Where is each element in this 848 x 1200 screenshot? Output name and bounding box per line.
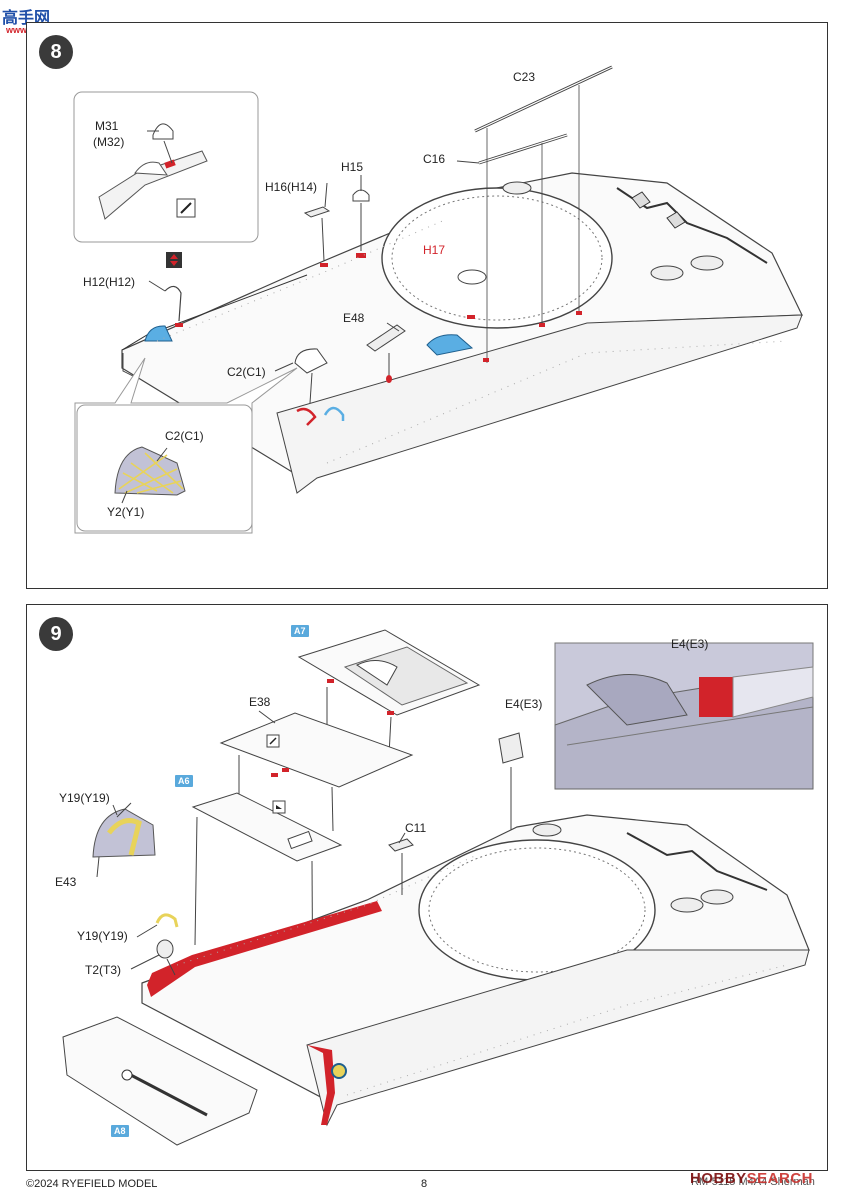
label-e4-inset: E4(E3) [671, 637, 709, 651]
label-m32: (M32) [93, 135, 125, 149]
label-y19-top: Y19(Y19) [59, 791, 110, 805]
hobbysearch-watermark: HOBBYSEARCH [690, 1170, 813, 1187]
label-h12: H12(H12) [83, 275, 136, 289]
step-8-panel: 8 [26, 22, 828, 589]
step-9-number: 9 [39, 617, 73, 651]
footer-page-number: 8 [421, 1178, 428, 1190]
label-e38: E38 [249, 695, 271, 709]
label-e48: E48 [343, 311, 365, 325]
step-9-panel: 9 [26, 604, 828, 1171]
label-c16: C16 [423, 152, 446, 166]
label-c11: C11 [405, 821, 427, 835]
part-tag-a8: A8 [111, 1125, 129, 1137]
label-h15: H15 [341, 160, 364, 174]
step-8-number: 8 [39, 35, 73, 69]
part-tag-a7: A7 [291, 625, 309, 637]
label-y19-mid: Y19(Y19) [77, 929, 128, 943]
label-h17: H17 [423, 243, 446, 257]
footer-copyright: ©2024 RYEFIELD MODEL [26, 1178, 158, 1190]
watermark-brand-b: SEARCH [746, 1170, 814, 1187]
label-h16: H16(H14) [265, 180, 318, 194]
label-c2: C2(C1) [227, 365, 266, 379]
label-e4-part: E4(E3) [505, 697, 543, 711]
step-9-drawing [62, 629, 814, 1146]
footer-product-name: RM-5115 M4A4 Sherman [691, 1176, 815, 1188]
label-y2: Y2(Y1) [107, 505, 145, 519]
label-t2: T2(T3) [85, 963, 121, 977]
label-m31: M31 [95, 119, 119, 133]
watermark-brand-a: HOBBY [690, 1170, 747, 1187]
label-c23: C23 [513, 70, 536, 84]
step-8-drawing [73, 65, 803, 534]
label-c2-inset: C2(C1) [165, 429, 204, 443]
label-e43: E43 [55, 875, 77, 889]
part-tag-a6: A6 [175, 775, 193, 787]
